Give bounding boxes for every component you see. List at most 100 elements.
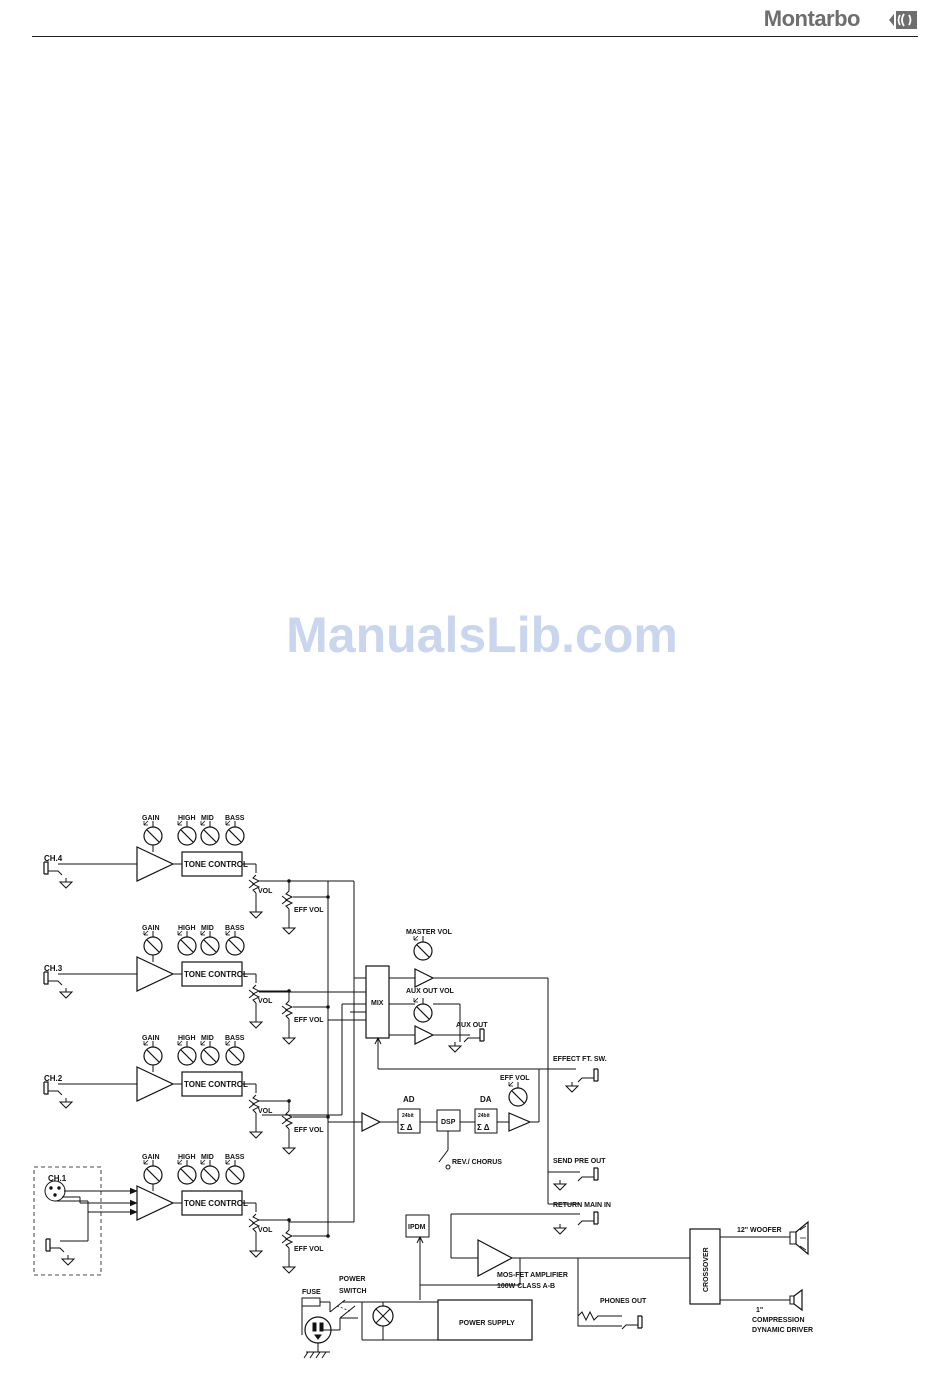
eff-vol-label: EFF VOL xyxy=(294,1017,324,1024)
junction-dot xyxy=(287,879,291,883)
pot-wiper xyxy=(281,895,288,905)
knob-pointer xyxy=(146,939,160,953)
pot-resistor xyxy=(284,1110,294,1130)
pot-wiper xyxy=(281,1234,288,1244)
ground-triangle xyxy=(281,1037,297,1045)
pot-resistor xyxy=(284,1000,294,1020)
jack-body xyxy=(637,1315,643,1329)
vol-label: VOL xyxy=(258,1108,273,1115)
woofer-label: 12" WOOFER xyxy=(737,1227,782,1234)
knob-pointer xyxy=(203,1049,217,1063)
ground-icon xyxy=(281,1034,297,1045)
knob-pointer xyxy=(180,1049,194,1063)
dsp-box xyxy=(436,1109,461,1132)
knob-pointer xyxy=(180,1168,194,1182)
bass-knob-icon xyxy=(225,1040,245,1066)
return-jack-icon xyxy=(577,1211,599,1226)
phones-resistor xyxy=(577,1310,622,1322)
pot-resistor xyxy=(251,874,261,894)
power-lamp-cross xyxy=(375,1308,391,1324)
bass-label: BASS xyxy=(225,925,245,932)
xlr-pin xyxy=(53,1193,57,1197)
xlr-pin xyxy=(57,1186,61,1190)
bass-knob-icon xyxy=(225,1159,245,1185)
effect-ft-sw-jack-icon xyxy=(577,1068,599,1083)
channel-input-label: CH.1 xyxy=(48,1174,67,1183)
mid-label: MID xyxy=(201,1154,214,1161)
tone-control-label: TONE CONTROL xyxy=(184,860,248,869)
knob-arrow xyxy=(508,1081,514,1087)
eff-vol-pot-icon xyxy=(281,1229,294,1249)
ground-triangle xyxy=(58,991,74,999)
crossover-box xyxy=(689,1228,721,1305)
channel-input-label: CH.4 xyxy=(44,854,63,863)
junction-dot xyxy=(326,1115,330,1119)
ground-icon xyxy=(58,878,74,889)
aux-out-label: AUX OUT xyxy=(456,1022,488,1029)
knob-arrow xyxy=(143,1159,149,1165)
eff-vol-pot-icon xyxy=(281,1110,294,1130)
power-supply-box xyxy=(437,1299,533,1341)
diagram-generated: GAIN HIGH MID BASS TONE CONTROL VOL EFF VOL CH.… xyxy=(33,815,813,1359)
arrow-icon xyxy=(129,1187,138,1195)
knob-arrow xyxy=(143,1040,149,1046)
ad-sigma-delta-label: Σ Δ xyxy=(400,1123,413,1132)
ground-icon xyxy=(552,1180,568,1191)
fuse-label: FUSE xyxy=(302,1289,321,1296)
jack-body xyxy=(43,1081,49,1095)
knob-pointer xyxy=(228,1049,242,1063)
knob-arrow xyxy=(200,930,206,936)
tone-control-label: TONE CONTROL xyxy=(184,1199,248,1208)
knob-pointer xyxy=(228,829,242,843)
ground-triangle xyxy=(60,1258,76,1266)
power-switch-line2-label: SWITCH xyxy=(339,1288,367,1295)
mid-knob-icon xyxy=(200,1040,220,1066)
knob-arrow xyxy=(177,1159,183,1165)
pot-resistor xyxy=(251,1213,261,1233)
amp-line2-label: 100W CLASS A-B xyxy=(497,1283,555,1290)
eff-vol-pot-icon xyxy=(281,890,294,910)
xlr-pin xyxy=(49,1186,53,1190)
power-amp-triangle xyxy=(477,1239,514,1277)
header-rule xyxy=(32,36,918,37)
ground-icon xyxy=(58,1098,74,1109)
power-switch-icon xyxy=(339,1305,356,1319)
knob-pointer xyxy=(203,1168,217,1182)
high-knob-icon xyxy=(177,820,197,846)
gain-knob-icon xyxy=(143,1159,163,1185)
bass-label: BASS xyxy=(225,815,245,822)
high-knob-icon xyxy=(177,930,197,956)
jack-tip xyxy=(48,980,63,986)
combo-jack-outline xyxy=(33,1166,102,1276)
jack-tip xyxy=(50,1247,65,1253)
ground-icon xyxy=(281,924,297,935)
pot-wiper xyxy=(281,1005,288,1015)
pot-resistor xyxy=(284,1229,294,1249)
knob-arrow xyxy=(225,1159,231,1165)
ipdm-box xyxy=(405,1214,430,1238)
high-label: HIGH xyxy=(178,815,196,822)
gain-label: GAIN xyxy=(142,815,160,822)
knob-arrow xyxy=(225,930,231,936)
knob-pointer xyxy=(146,1049,160,1063)
jack-body xyxy=(45,1238,51,1252)
arrow-icon xyxy=(129,1199,138,1207)
knob-arrow xyxy=(413,997,419,1003)
vol-label: VOL xyxy=(258,888,273,895)
knob-pointer xyxy=(146,829,160,843)
bass-knob-icon xyxy=(225,820,245,846)
power-switch-line1-label: POWER xyxy=(339,1276,365,1283)
ground-icon xyxy=(248,1128,264,1139)
knob-arrow xyxy=(200,1040,206,1046)
da-bits-label: 24bit xyxy=(478,1113,490,1119)
ground-triangle xyxy=(248,1250,264,1258)
pot-resistor xyxy=(251,1094,261,1114)
aux-out-vol-label: AUX OUT VOL xyxy=(406,988,455,995)
crossover-label: CROSSOVER xyxy=(703,1247,710,1292)
ground-icon xyxy=(60,1255,76,1266)
bass-knob-icon xyxy=(225,930,245,956)
knob-pointer xyxy=(203,829,217,843)
mid-label: MID xyxy=(201,815,214,822)
dsp-eff-vol-knob-icon xyxy=(508,1081,528,1107)
jack-tip xyxy=(577,1220,594,1226)
